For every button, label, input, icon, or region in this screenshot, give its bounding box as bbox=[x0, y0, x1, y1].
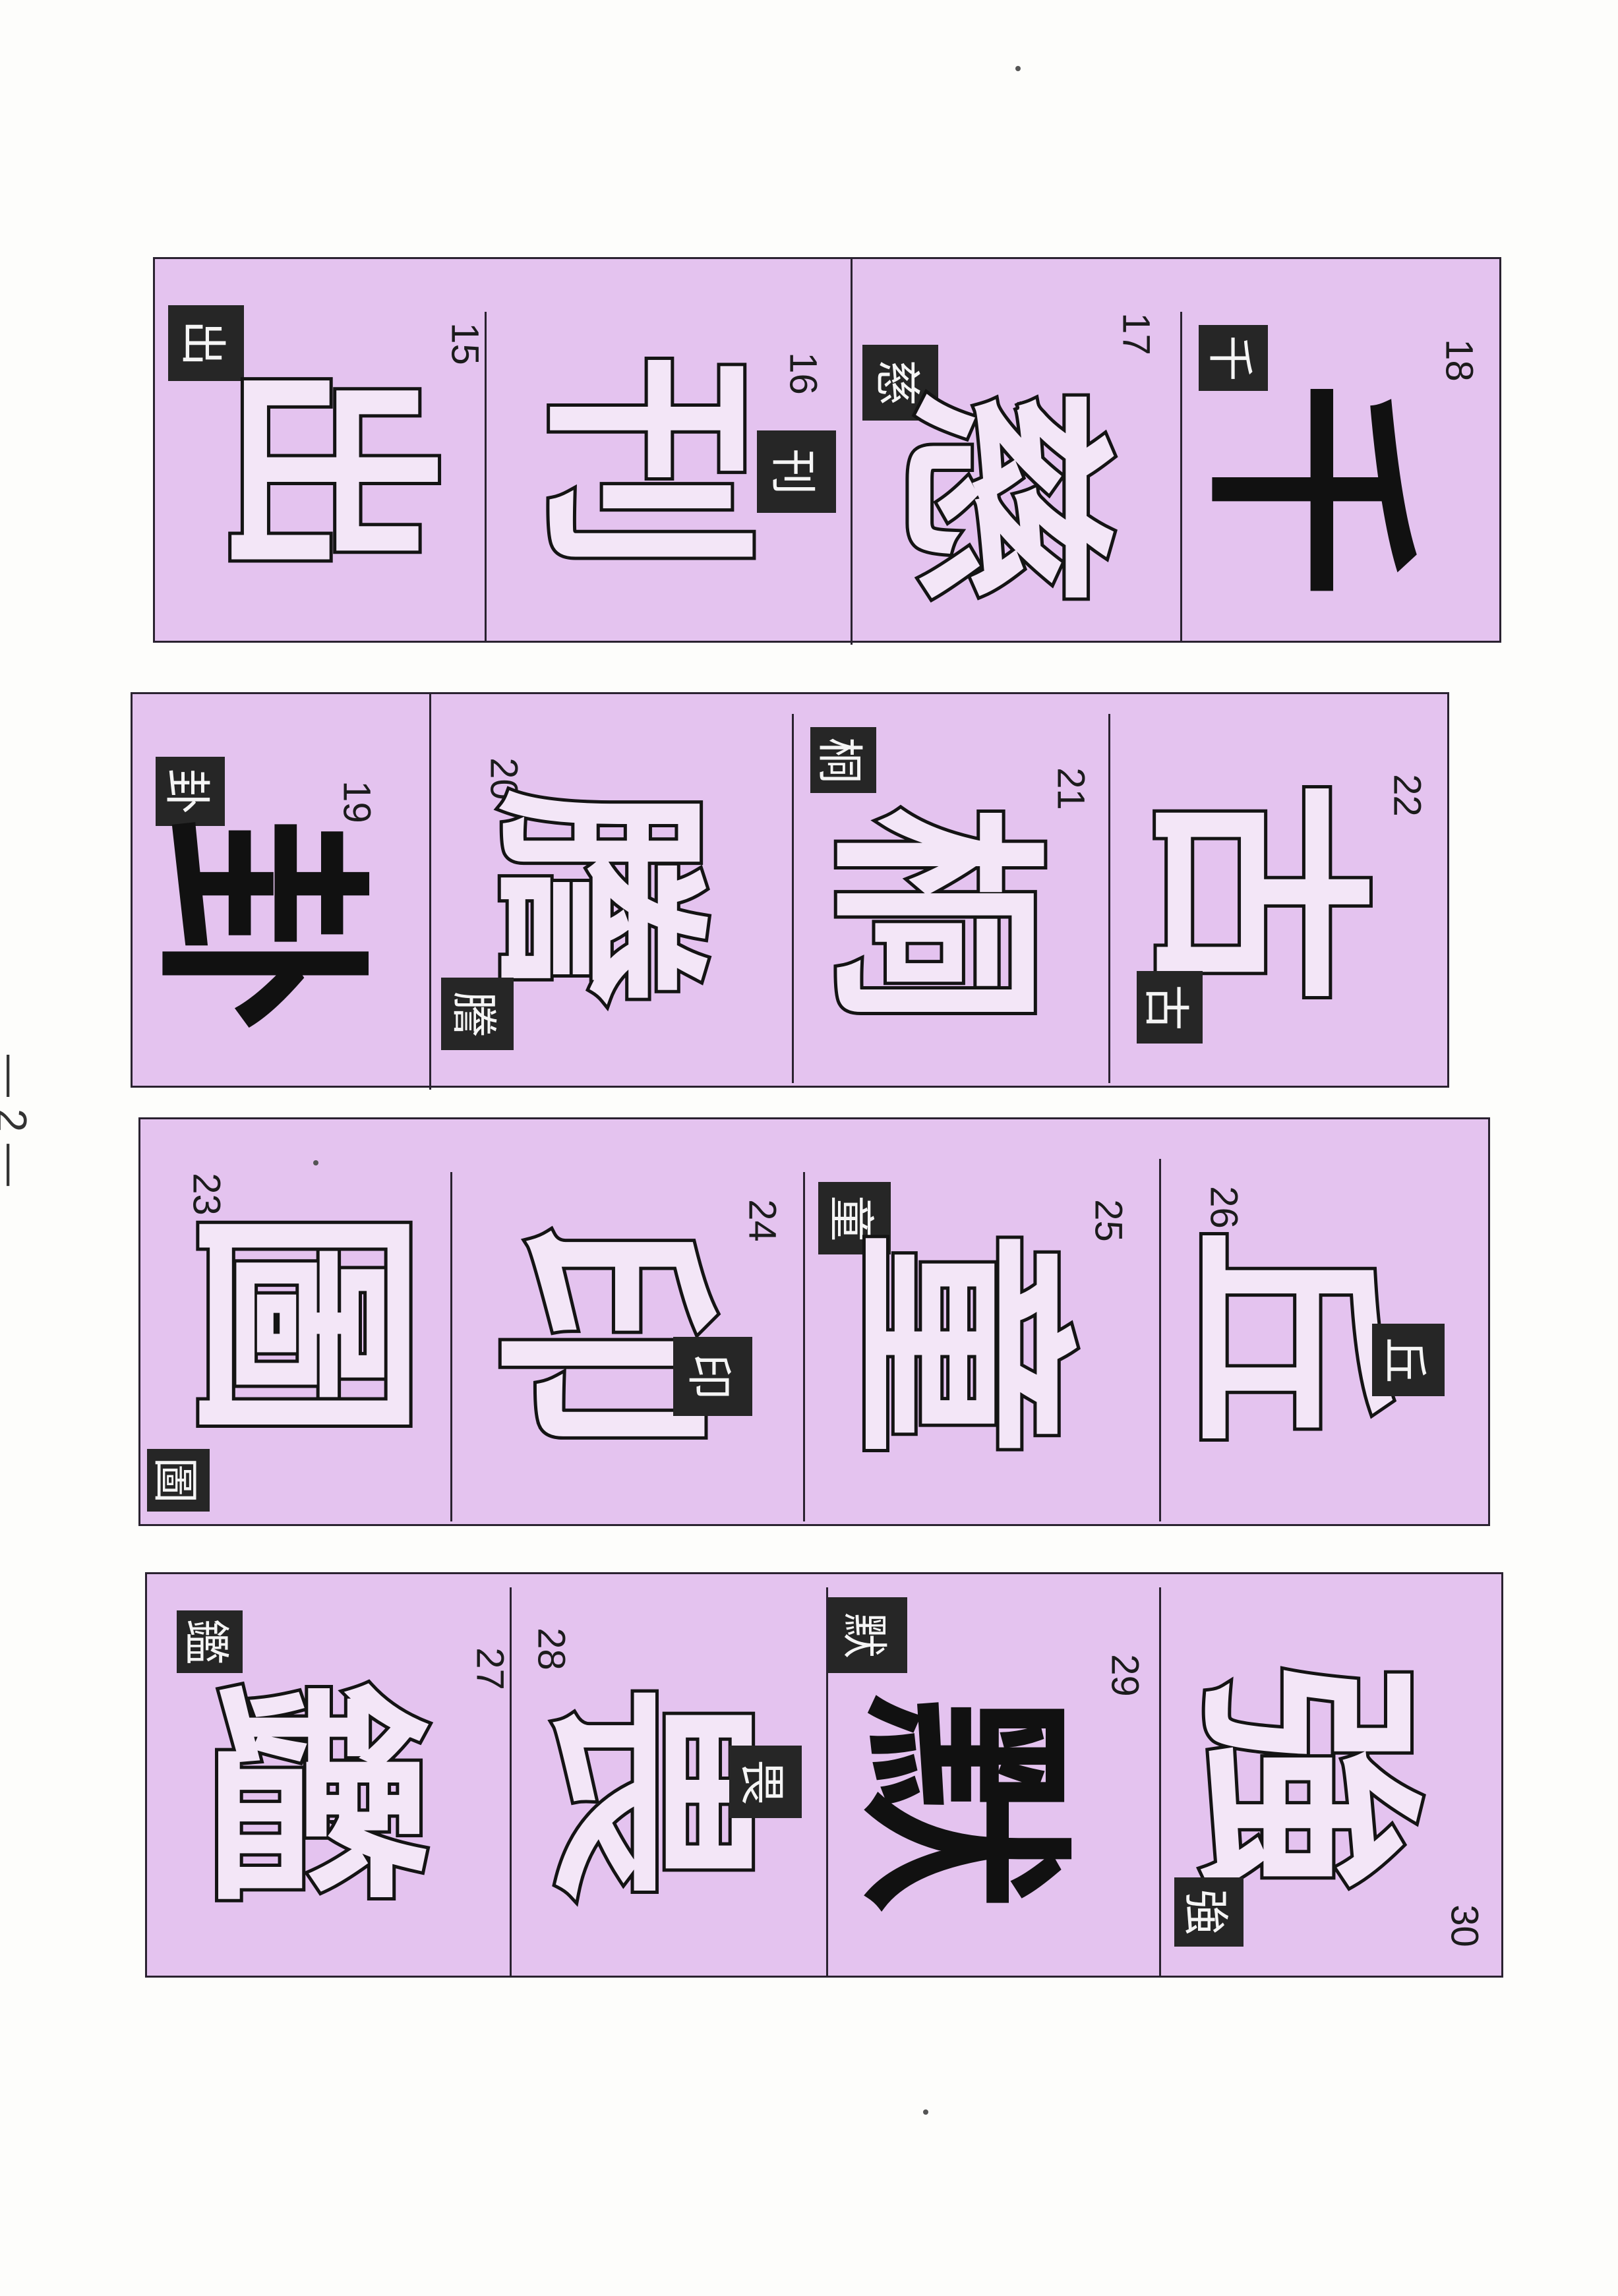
seal-stamp: 卦 bbox=[156, 757, 225, 826]
item-number: 30 bbox=[1443, 1904, 1486, 1947]
cell-divider bbox=[1108, 714, 1110, 1083]
item-number: 27 bbox=[468, 1647, 512, 1690]
scan-speck bbox=[923, 2109, 928, 2115]
character-cell-16: 刊 刊 16 bbox=[487, 259, 849, 645]
seal-stamp: 千 bbox=[1199, 325, 1268, 391]
character-cell-18: 千 千 18 bbox=[1182, 259, 1502, 645]
calligraphy-character: 慈 bbox=[872, 384, 1134, 608]
seal-stamp: 童 bbox=[818, 1182, 891, 1254]
calligraphy-character: 千 bbox=[1182, 381, 1437, 599]
seal-stamp: 謄 bbox=[441, 978, 514, 1050]
item-number: 19 bbox=[335, 780, 378, 823]
cell-divider bbox=[851, 259, 853, 645]
item-number: 25 bbox=[1087, 1199, 1130, 1242]
seal-stamp: 圖 bbox=[147, 1449, 210, 1512]
character-cell-26: 26 丘 丘 bbox=[1157, 1119, 1491, 1528]
item-number: 21 bbox=[1049, 767, 1093, 810]
character-cell-21: 桐 桐 21 bbox=[794, 694, 1108, 1090]
cell-divider bbox=[510, 1587, 512, 1976]
character-cell-25: 童 童 25 bbox=[805, 1119, 1159, 1528]
cell-divider bbox=[803, 1172, 805, 1521]
item-number: 29 bbox=[1103, 1654, 1147, 1697]
character-strip-3: 23 圖 圖 印 印 24 童 童 25 26 丘 丘 bbox=[138, 1117, 1490, 1526]
character-cell-19: 卦 卦 19 bbox=[132, 694, 429, 1090]
calligraphy-character: 童 bbox=[825, 1228, 1095, 1459]
character-strip-4: 鑑 鑑 27 28 畏 畏 默 默 29 強 強 30 bbox=[145, 1572, 1503, 1978]
character-cell-17: 慈 慈 17 bbox=[853, 259, 1180, 645]
item-number: 18 bbox=[1437, 339, 1481, 382]
character-cell-20: 20 謄 謄 bbox=[431, 694, 792, 1090]
cell-divider bbox=[485, 312, 487, 641]
calligraphy-character: 圖 bbox=[164, 1205, 442, 1442]
calligraphy-character: 鑑 bbox=[177, 1676, 447, 1907]
item-number: 22 bbox=[1385, 774, 1429, 817]
seal-stamp: 出 bbox=[168, 305, 244, 381]
seal-stamp: 慈 bbox=[862, 345, 938, 421]
seal-stamp: 桐 bbox=[810, 727, 876, 793]
character-cell-28: 28 畏 畏 bbox=[512, 1574, 826, 1980]
character-cell-27: 鑑 鑑 27 bbox=[147, 1574, 512, 1980]
seal-stamp: 默 bbox=[828, 1597, 907, 1673]
scan-speck bbox=[313, 1160, 318, 1165]
calligraphy-character: 默 bbox=[834, 1693, 1090, 1910]
item-number: 17 bbox=[1114, 312, 1158, 355]
seal-stamp: 畏 bbox=[729, 1746, 802, 1818]
cell-divider bbox=[429, 694, 431, 1090]
character-cell-29: 默 默 29 bbox=[828, 1574, 1159, 1980]
seal-stamp: 刊 bbox=[757, 430, 836, 513]
character-cell-15: 出 出 15 bbox=[155, 259, 487, 645]
cell-divider bbox=[1159, 1587, 1161, 1976]
seal-stamp: 古 bbox=[1137, 971, 1203, 1044]
cell-divider bbox=[826, 1587, 828, 1976]
character-cell-22: 古 古 22 bbox=[1110, 694, 1450, 1090]
calligraphy-character: 出 bbox=[197, 358, 460, 582]
item-number: 24 bbox=[740, 1199, 784, 1242]
character-cell-24: 印 印 24 bbox=[452, 1119, 803, 1528]
cell-divider bbox=[1180, 312, 1182, 641]
cell-divider bbox=[450, 1172, 452, 1521]
item-number: 16 bbox=[781, 352, 825, 395]
cell-divider bbox=[1159, 1159, 1161, 1521]
seal-stamp: 鑑 bbox=[177, 1610, 243, 1673]
character-cell-23: 23 圖 圖 bbox=[140, 1119, 450, 1528]
character-cell-30: 強 強 30 bbox=[1161, 1574, 1504, 1980]
character-strip-1: 出 出 15 刊 刊 16 慈 慈 17 千 千 18 bbox=[153, 257, 1502, 645]
cell-divider bbox=[792, 714, 794, 1083]
scan-speck bbox=[1015, 66, 1021, 71]
seal-stamp: 強 bbox=[1174, 1877, 1243, 1947]
page-number: — 2 — bbox=[0, 1055, 36, 1186]
item-number: 15 bbox=[443, 322, 487, 365]
character-strip-2: 卦 卦 19 20 謄 謄 桐 桐 21 古 古 22 bbox=[131, 692, 1450, 1090]
seal-stamp: 印 bbox=[673, 1337, 752, 1416]
seal-stamp: 丘 bbox=[1372, 1324, 1445, 1396]
